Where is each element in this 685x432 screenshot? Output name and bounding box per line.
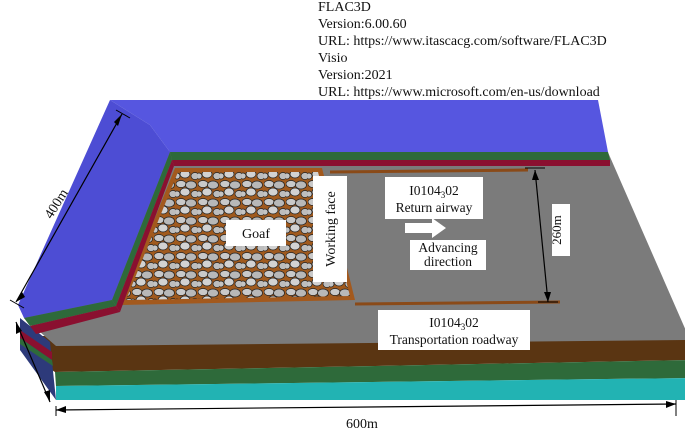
- blue-rim-left: [18, 100, 170, 318]
- transport-id: I0104302: [429, 315, 479, 332]
- return-airway-line: [329, 168, 529, 174]
- length-label: 600m: [346, 417, 378, 432]
- front-layer-green: [55, 360, 685, 386]
- return-airway-id: I0104302: [409, 183, 459, 200]
- working-face-box: [313, 176, 347, 282]
- goaf-label-box: [226, 220, 286, 246]
- face-length-dimension-line: [534, 169, 549, 303]
- software-line-1: FLAC3D: [318, 0, 371, 15]
- face-length-label: 260m: [549, 215, 564, 245]
- return-airway-label: Return airway: [396, 200, 473, 215]
- length-dimension-line: [55, 403, 677, 411]
- transport-roadway-line: [354, 300, 561, 306]
- transport-box: [378, 310, 530, 350]
- advancing-arrow: [405, 218, 446, 238]
- width-dimension-line: [15, 113, 123, 303]
- software-line-2: Version:6.00.60: [318, 17, 407, 32]
- front-layer-teal: [56, 378, 685, 400]
- face-length-box: [552, 204, 570, 256]
- software-line-3: URL: https://www.itascacg.com/software/F…: [318, 34, 607, 49]
- advancing-label-2: direction: [424, 254, 472, 269]
- software-line-6: URL: https://www.microsoft.com/en-us/dow…: [318, 85, 600, 100]
- return-airway-box: [385, 177, 483, 219]
- software-line-5: Version:2021: [318, 68, 393, 83]
- goaf-label: Goaf: [242, 227, 270, 242]
- advancing-label-1: Advancing: [418, 240, 477, 255]
- advancing-box: [410, 240, 486, 270]
- blue-rim-top: [110, 100, 608, 152]
- depth-dimension-line: [15, 321, 51, 403]
- transport-label: Transportation roadway: [390, 332, 519, 347]
- working-face-label: Working face: [324, 191, 339, 266]
- software-line-4: Visio: [318, 51, 348, 66]
